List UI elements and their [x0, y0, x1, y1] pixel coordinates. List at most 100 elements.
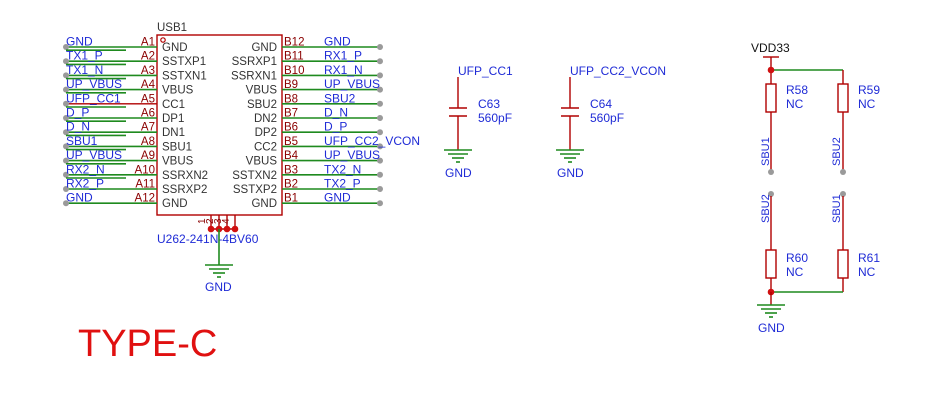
left-net-label: D_P	[66, 106, 89, 120]
left-net-label: UP_VBUS	[66, 77, 122, 91]
connector-right-pin[interactable]: TX2_P B2 SSTXP2	[233, 177, 383, 197]
r59-designator: R59	[858, 83, 880, 97]
shell-pin-3: 3	[213, 218, 224, 224]
c64-value: 560pF	[590, 111, 624, 125]
pin1-marker	[160, 37, 166, 43]
left-pin-name: SSRXN2	[162, 170, 208, 182]
c64-net-label: UFP_CC2_VCON	[570, 64, 666, 78]
right-net-label: RX1_P	[324, 49, 362, 63]
left-pin-name: SSRXP2	[162, 184, 207, 196]
c63-designator: C63	[478, 97, 500, 111]
left-pin-number: A2	[141, 51, 155, 63]
right-pin-name: VBUS	[246, 156, 278, 168]
r60-designator: R60	[786, 251, 808, 265]
resistor-r61[interactable]: SBU1 R61 NC	[831, 191, 880, 292]
left-pin-number: A8	[141, 136, 155, 148]
right-net-label: UP_VBUS	[324, 148, 380, 162]
sbu-resistor-network[interactable]: VDD33 R58 NC SBU1 R59 NC SBU2 SBU2	[751, 41, 880, 335]
left-pin-name: DN1	[162, 127, 185, 139]
right-pin-number: B3	[284, 164, 298, 176]
right-pin-name: SBU2	[247, 99, 277, 111]
left-pin-name: VBUS	[162, 156, 194, 168]
right-net-label: GND	[324, 191, 351, 205]
right-net-label: SBU2	[324, 91, 356, 105]
left-pin-number: A12	[135, 193, 155, 205]
c63-value: 560pF	[478, 111, 512, 125]
vdd33-label: VDD33	[751, 41, 790, 55]
resistor-r58[interactable]: R58 NC SBU1	[760, 83, 808, 175]
right-pin-number: B9	[284, 79, 298, 91]
resistor-r60[interactable]: SBU2 R60 NC	[760, 191, 808, 292]
resistor-r59[interactable]: R59 NC SBU2	[831, 83, 880, 175]
resistor-ground-label: GND	[758, 321, 785, 335]
sheet-title: TYPE-C	[78, 323, 217, 365]
right-net-label: UFP_CC2_VCON	[324, 134, 420, 148]
right-pin-number: B7	[284, 108, 298, 120]
right-pin-name: GND	[251, 198, 277, 210]
connector-part-number: U262-241N-4BV60	[157, 232, 259, 246]
right-pin-number: B2	[284, 179, 298, 191]
connector-right-pin[interactable]: UFP_CC2_VCON B5 CC2	[254, 134, 420, 154]
shell-pin-4: 4	[221, 218, 232, 224]
r58-value: NC	[786, 97, 804, 111]
r58-net: SBU1	[760, 137, 772, 166]
right-pin-number: B5	[284, 136, 298, 148]
connector-left-pin[interactable]: GND A12 GND	[63, 191, 188, 211]
left-pin-number: A10	[135, 164, 155, 176]
shell-pins: 1 2 3 4	[197, 215, 239, 233]
right-net-label: GND	[324, 35, 351, 49]
right-pin-name: SSRXP1	[232, 56, 277, 68]
left-pin-name: SSTXP1	[162, 56, 206, 68]
left-pin-name: VBUS	[162, 85, 194, 97]
r61-value: NC	[858, 265, 876, 279]
left-net-label: GND	[66, 191, 93, 205]
connector-right-pin[interactable]: RX1_P B11 SSRXP1	[232, 49, 383, 68]
right-pin-name: DP2	[255, 127, 277, 139]
capacitor-c64[interactable]: UFP_CC2_VCON C64 560pF GND	[556, 64, 666, 180]
left-pin-name: GND	[162, 198, 188, 210]
left-net-label: RX2_N	[66, 162, 105, 176]
shell-pin-1: 1	[197, 218, 208, 224]
r59-net: SBU2	[831, 137, 843, 166]
left-net-label: UFP_CC1	[66, 91, 121, 105]
left-net-label: SBU1	[66, 134, 98, 148]
connector-designator: USB1	[157, 22, 187, 34]
capacitor-c63[interactable]: UFP_CC1 C63 560pF GND	[444, 64, 513, 180]
left-pin-number: A3	[141, 65, 155, 77]
c63-ground-label: GND	[445, 166, 472, 180]
right-net-label: TX2_P	[324, 177, 361, 191]
right-pin-name: DN2	[254, 113, 277, 125]
right-pin-name: SSTXP2	[233, 184, 277, 196]
right-pin-number: B11	[284, 51, 304, 63]
c63-net-label: UFP_CC1	[458, 64, 513, 78]
c64-ground-label: GND	[557, 166, 584, 180]
r60-value: NC	[786, 265, 804, 279]
connector-ground-label: GND	[205, 280, 232, 294]
right-pin-number: B6	[284, 122, 298, 134]
right-pin-number: B10	[284, 65, 304, 77]
right-pin-name: CC2	[254, 141, 277, 153]
r61-net: SBU1	[831, 194, 843, 223]
shell-pin-2: 2	[205, 218, 216, 224]
